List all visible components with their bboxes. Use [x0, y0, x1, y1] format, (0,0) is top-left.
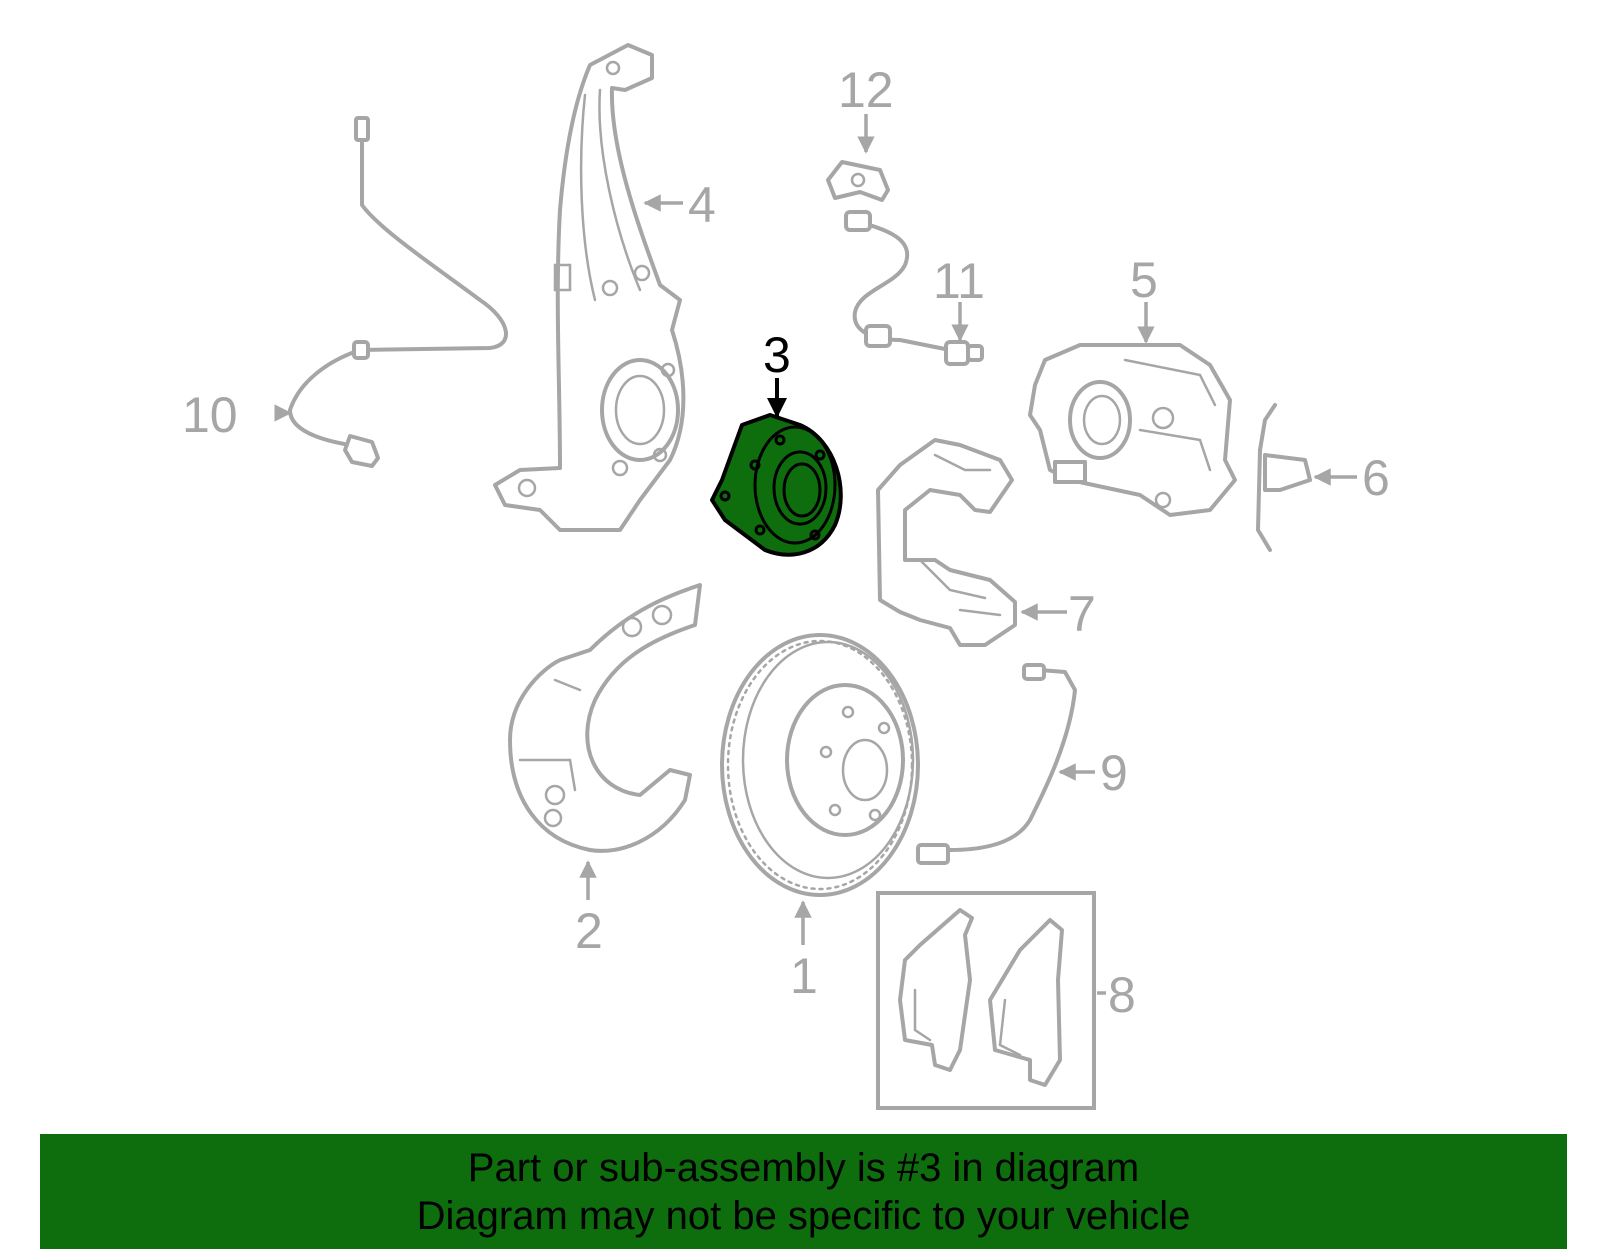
wear-sensor [916, 663, 1077, 865]
caliper-bracket [876, 438, 1017, 647]
callout-7: 7 [1068, 586, 1096, 642]
brake-rotor [720, 633, 920, 897]
splash-shield [508, 583, 702, 853]
wheel-hub-highlighted [710, 413, 843, 557]
brake-hose [844, 210, 984, 366]
abs-sensor-wire [288, 116, 508, 468]
callout-10: 10 [182, 387, 238, 443]
callout-11: 11 [933, 253, 985, 309]
callout-9: 9 [1100, 745, 1128, 801]
banner-line-2: Diagram may not be specific to your vehi… [416, 1194, 1191, 1238]
clip [826, 160, 890, 202]
steering-knuckle [493, 43, 686, 532]
callout-3: 3 [763, 327, 791, 383]
leader-lines [274, 114, 1357, 995]
brake-caliper [1028, 343, 1237, 517]
spring-clip [1256, 403, 1312, 552]
info-banner: Part or sub-assembly is #3 in diagram Di… [40, 1134, 1567, 1249]
callout-1: 1 [790, 948, 818, 1004]
callout-2: 2 [575, 903, 603, 959]
callout-12: 12 [838, 62, 894, 118]
callout-5: 5 [1130, 252, 1158, 308]
brake-pads-box [876, 891, 1096, 1110]
callout-6: 6 [1362, 450, 1390, 506]
banner-line-1: Part or sub-assembly is #3 in diagram [467, 1146, 1140, 1190]
callout-numbers: 1 2 3 4 5 6 7 8 9 10 11 12 [182, 62, 1390, 1023]
callout-4: 4 [688, 177, 716, 233]
callout-8: 8 [1108, 967, 1136, 1023]
